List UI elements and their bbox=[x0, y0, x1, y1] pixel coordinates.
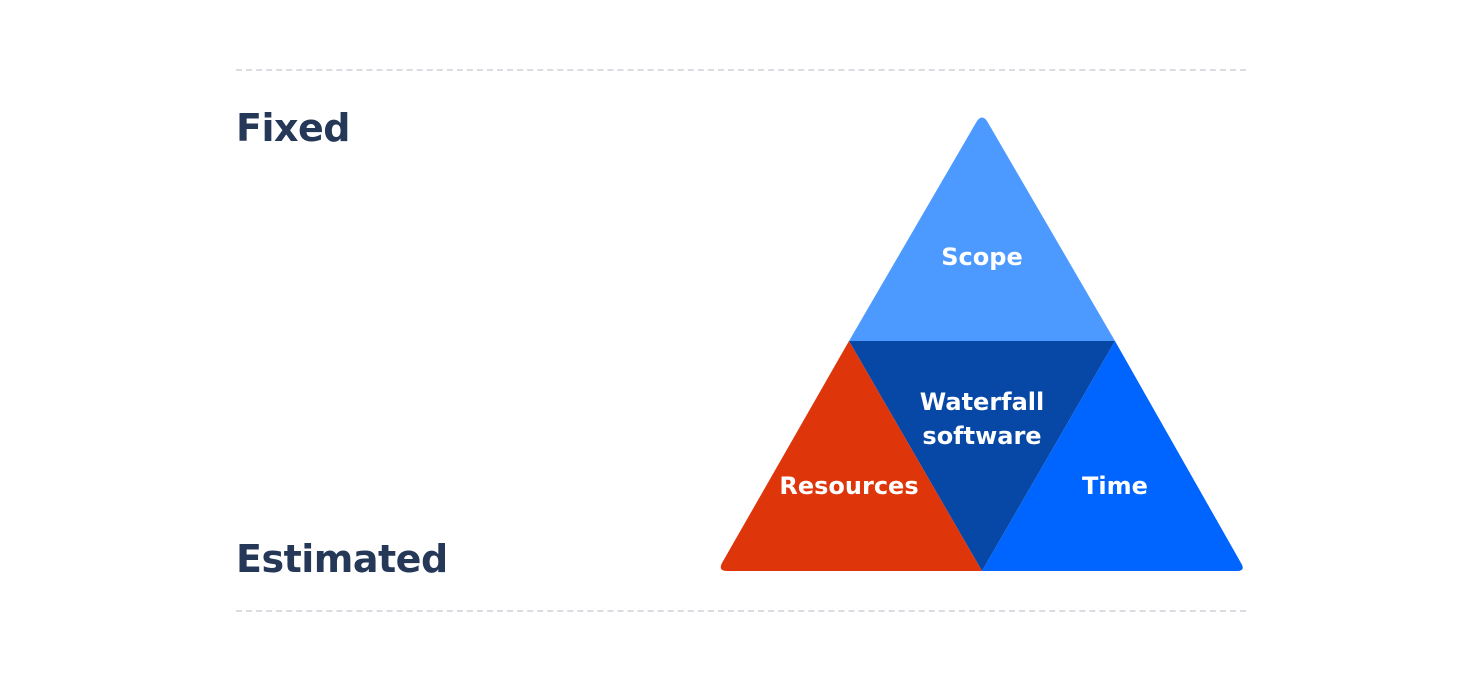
time-label: Time bbox=[1082, 472, 1148, 500]
waterfall-triangle bbox=[849, 341, 1115, 571]
time-triangle bbox=[982, 341, 1243, 571]
waterfall-label-line2: software bbox=[922, 422, 1041, 450]
resources-label: Resources bbox=[779, 472, 918, 500]
top-dashed-divider bbox=[236, 69, 1246, 71]
resources-triangle bbox=[720, 341, 982, 571]
waterfall-label-line1: Waterfall bbox=[920, 388, 1045, 416]
bottom-dashed-divider bbox=[236, 610, 1246, 612]
scope-triangle bbox=[849, 117, 1115, 341]
scope-label: Scope bbox=[941, 243, 1022, 271]
fixed-label: Fixed bbox=[236, 106, 350, 150]
estimated-label: Estimated bbox=[236, 537, 448, 581]
